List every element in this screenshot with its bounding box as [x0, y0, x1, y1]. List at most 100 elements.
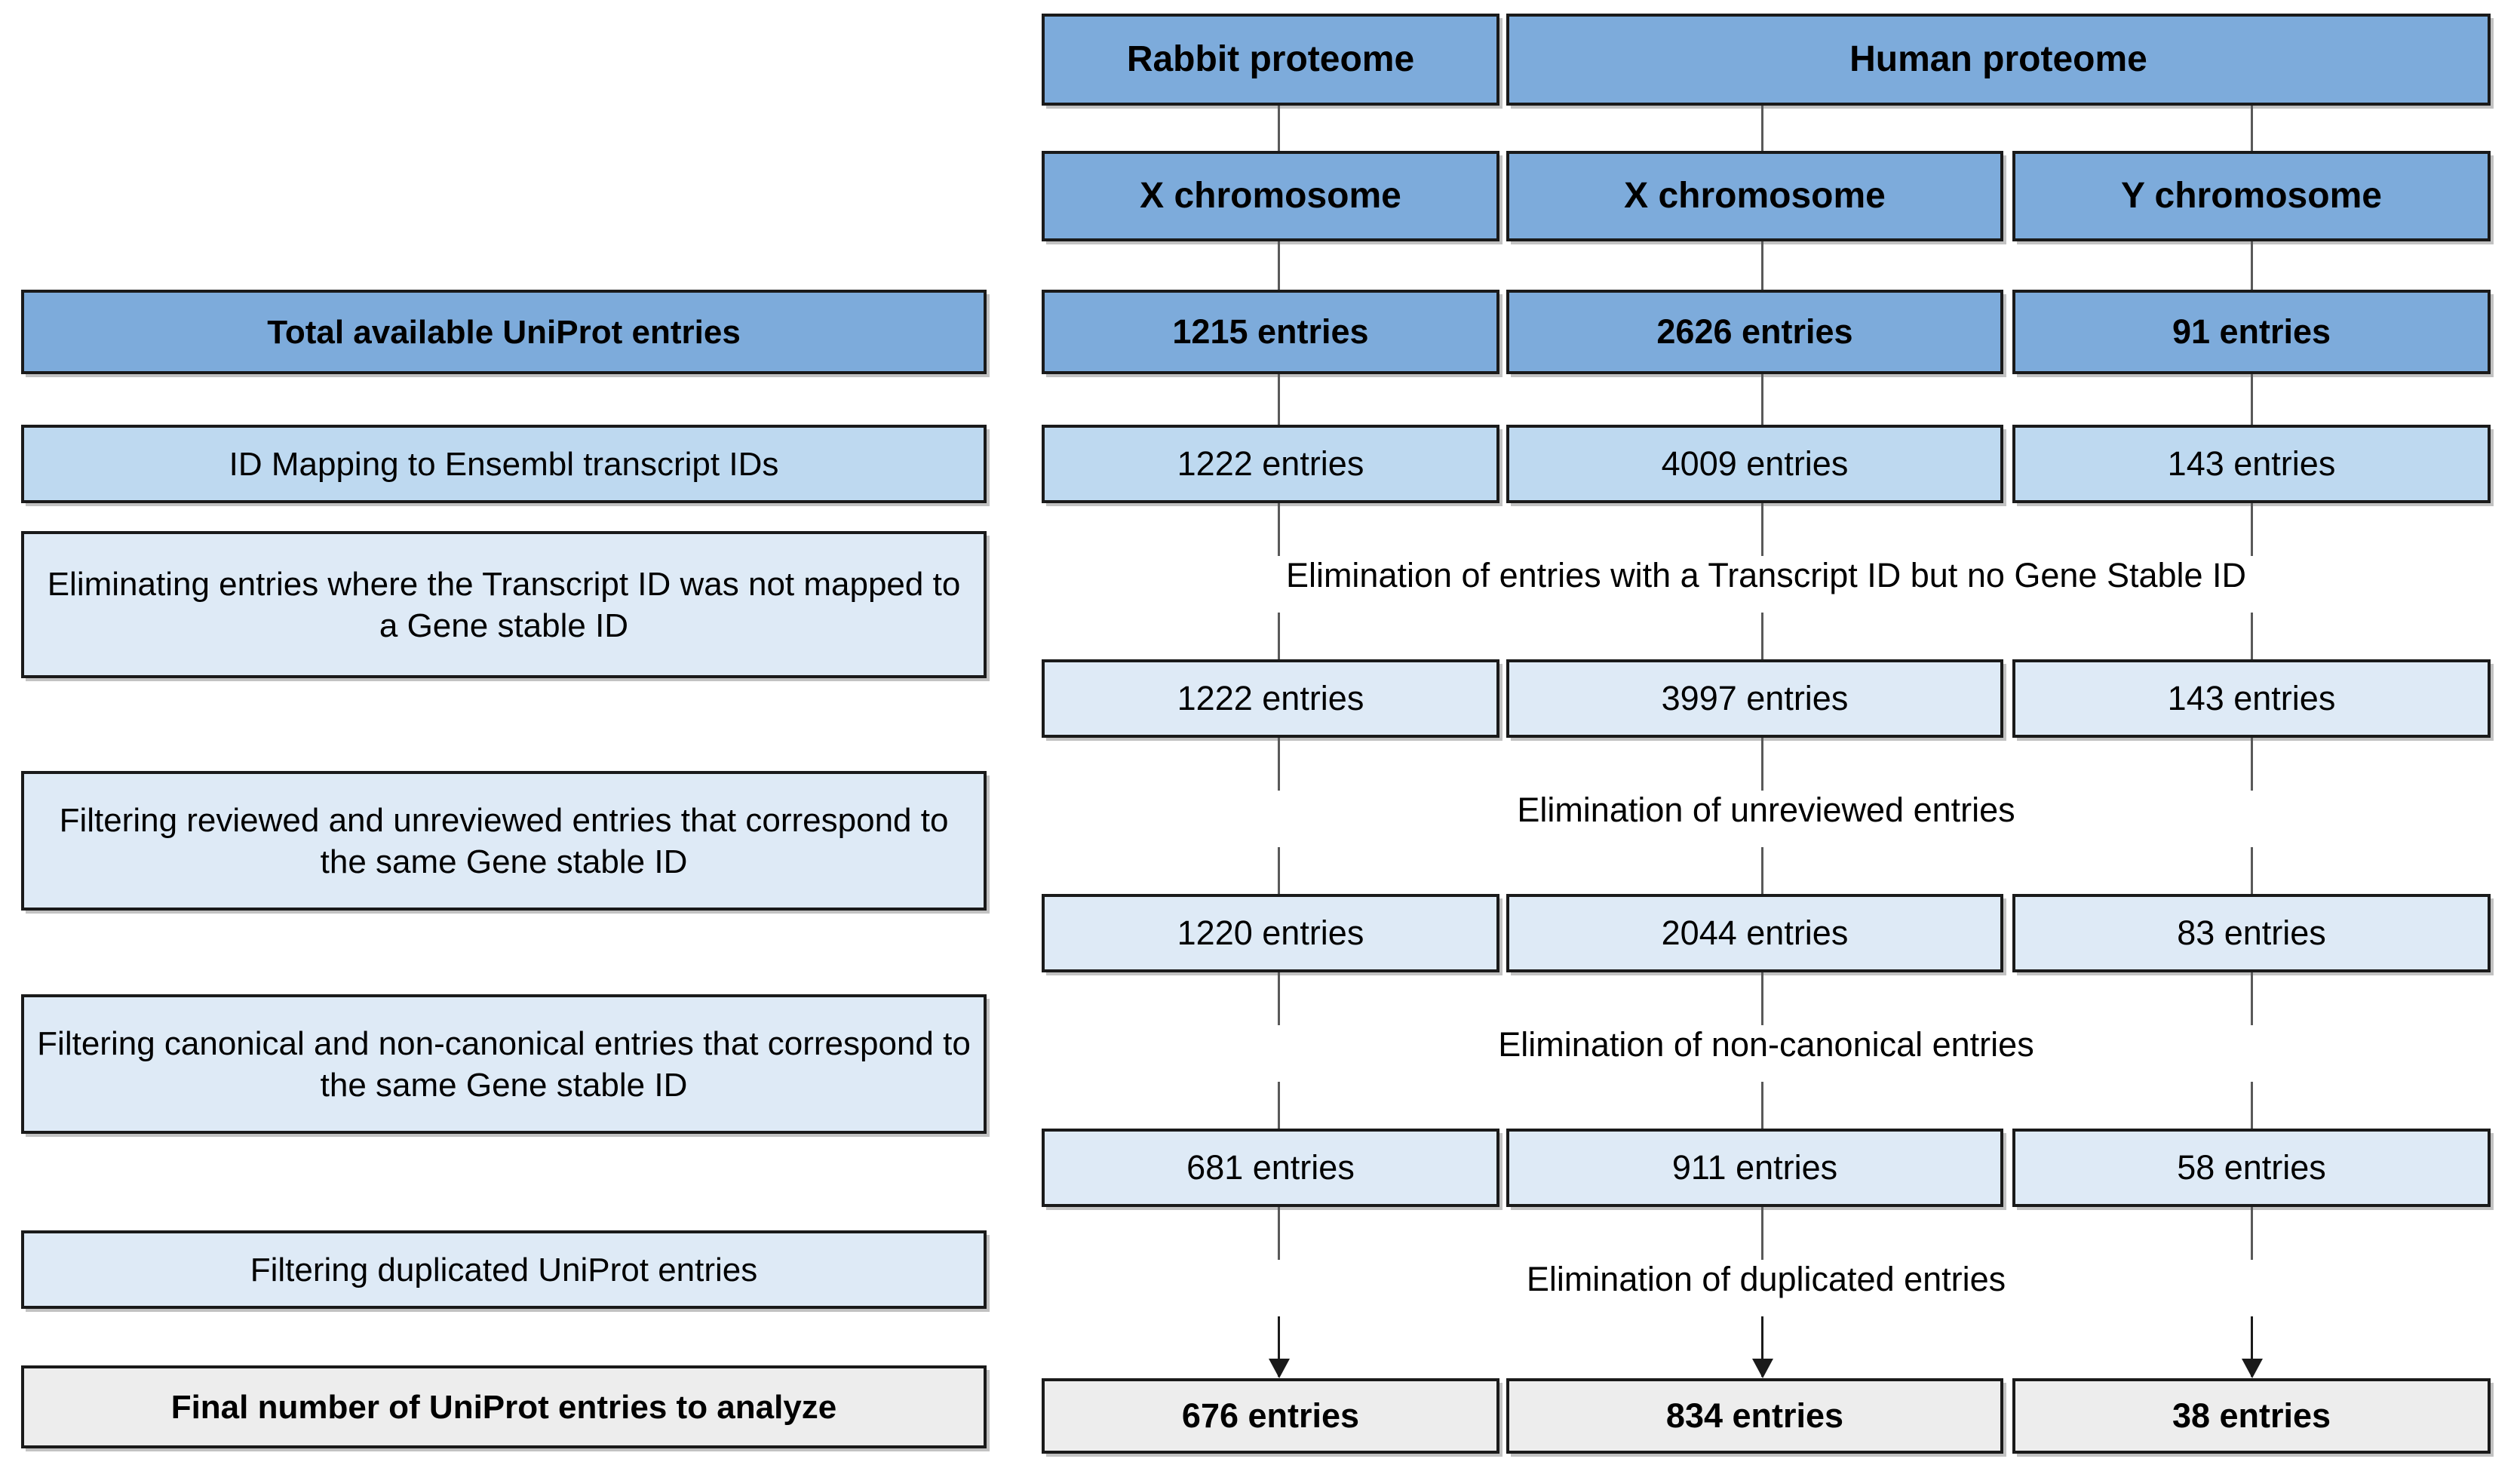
cell-r4-col3-value: 83 entries [2177, 913, 2326, 952]
cell-r2-col1-value: 1222 entries [1177, 444, 1364, 483]
connector-r5a-col3 [2251, 1207, 2253, 1260]
elimination-note-3-text: Elimination of non-canonical entries [1498, 1025, 2034, 1064]
left-label-id-mapping: ID Mapping to Ensembl transcript IDs [21, 425, 987, 503]
connector-r2b-col1 [1278, 613, 1280, 659]
connector-r4b-col2 [1761, 1082, 1763, 1129]
cell-r4-col1-value: 1220 entries [1177, 913, 1364, 952]
connector-r4a-col1 [1278, 972, 1280, 1025]
elimination-note-2-text: Elimination of unreviewed entries [1517, 791, 2015, 829]
connector-r3a-col2 [1761, 738, 1763, 791]
connector-r2a-col1 [1278, 503, 1280, 556]
connector-r5a-col1 [1278, 1207, 1280, 1260]
cell-r3-col2-value: 3997 entries [1661, 678, 1849, 717]
cell-r3-col2: 3997 entries [1506, 659, 2003, 738]
connector-r2a-col2 [1761, 503, 1763, 556]
connector-r4a-col2 [1761, 972, 1763, 1025]
header-rabbit-proteome-label: Rabbit proteome [1126, 39, 1415, 79]
cell-r4-col3: 83 entries [2012, 894, 2491, 972]
left-label-eliminating-unmapped: Eliminating entries where the Transcript… [21, 531, 987, 678]
header-human-proteome-label: Human proteome [1849, 39, 2147, 79]
left-label-id-mapping-text: ID Mapping to Ensembl transcript IDs [229, 445, 779, 483]
connector-r3a-col3 [2251, 738, 2253, 791]
cell-r1-col3: 91 entries [2012, 290, 2491, 374]
arrow-final-col1 [1278, 1316, 1280, 1377]
connector-r5a-col2 [1761, 1207, 1763, 1260]
connector-r3b-col3 [2251, 847, 2253, 894]
left-label-total-available: Total available UniProt entries [21, 290, 987, 374]
cell-r5-col2-value: 911 entries [1671, 1147, 1838, 1187]
cell-r5-col1: 681 entries [1042, 1129, 1499, 1207]
cell-final-col1-value: 676 entries [1181, 1396, 1360, 1435]
cell-final-col2-value: 834 entries [1665, 1396, 1844, 1435]
left-label-filtering-duplicated-text: Filtering duplicated UniProt entries [250, 1251, 758, 1288]
cell-r5-col1-value: 681 entries [1186, 1147, 1355, 1187]
elimination-note-1-text: Elimination of entries with a Transcript… [1285, 556, 2247, 594]
left-label-final-number: Final number of UniProt entries to analy… [21, 1365, 987, 1448]
connector-chrom-col2 [1761, 241, 1763, 290]
cell-r2-col1: 1222 entries [1042, 425, 1499, 503]
connector-chrom-col3 [2251, 241, 2253, 290]
cell-r5-col3-value: 58 entries [2177, 1147, 2326, 1187]
cell-final-col2: 834 entries [1506, 1378, 2003, 1454]
cell-r1-col1: 1215 entries [1042, 290, 1499, 374]
cell-r1-col2: 2626 entries [1506, 290, 2003, 374]
connector-r1-col1 [1278, 374, 1280, 425]
cell-r4-col2: 2044 entries [1506, 894, 2003, 972]
cell-final-col3-value: 38 entries [2172, 1396, 2331, 1435]
chromosome-col3: Y chromosome [2012, 151, 2491, 241]
elimination-note-2: Elimination of unreviewed entries [1042, 791, 2491, 830]
cell-r3-col3-value: 143 entries [2167, 678, 2336, 717]
cell-r2-col3: 143 entries [2012, 425, 2491, 503]
connector-r2a-col3 [2251, 503, 2253, 556]
arrow-final-col2 [1761, 1316, 1763, 1377]
cell-r1-col1-value: 1215 entries [1172, 312, 1369, 351]
elimination-note-1: Elimination of entries with a Transcript… [1042, 556, 2491, 595]
left-label-eliminating-unmapped-text: Eliminating entries where the Transcript… [47, 565, 961, 644]
header-human-proteome: Human proteome [1506, 14, 2491, 106]
chromosome-col1-label: X chromosome [1140, 176, 1401, 216]
cell-r2-col2: 4009 entries [1506, 425, 2003, 503]
connector-r3b-col1 [1278, 847, 1280, 894]
left-label-filtering-reviewed: Filtering reviewed and unreviewed entrie… [21, 771, 987, 911]
left-label-filtering-duplicated: Filtering duplicated UniProt entries [21, 1230, 987, 1309]
connector-r4b-col3 [2251, 1082, 2253, 1129]
cell-r5-col3: 58 entries [2012, 1129, 2491, 1207]
chromosome-col3-label: Y chromosome [2121, 176, 2382, 216]
connector-r2b-col3 [2251, 613, 2253, 659]
left-label-filtering-canonical-text: Filtering canonical and non-canonical en… [37, 1024, 971, 1104]
cell-r2-col3-value: 143 entries [2167, 444, 2336, 483]
cell-r1-col3-value: 91 entries [2172, 312, 2331, 351]
elimination-note-3: Elimination of non-canonical entries [1042, 1025, 2491, 1064]
cell-r3-col3: 143 entries [2012, 659, 2491, 738]
connector-r4b-col1 [1278, 1082, 1280, 1129]
left-label-total-available-text: Total available UniProt entries [267, 313, 741, 351]
arrow-final-col3 [2251, 1316, 2253, 1377]
left-label-filtering-reviewed-text: Filtering reviewed and unreviewed entrie… [59, 801, 949, 880]
cell-r3-col1: 1222 entries [1042, 659, 1499, 738]
elimination-note-4: Elimination of duplicated entries [1042, 1260, 2491, 1299]
cell-r5-col2: 911 entries [1506, 1129, 2003, 1207]
left-label-final-number-text: Final number of UniProt entries to analy… [170, 1388, 837, 1426]
cell-final-col3: 38 entries [2012, 1378, 2491, 1454]
connector-r2b-col2 [1761, 613, 1763, 659]
cell-r2-col2-value: 4009 entries [1661, 444, 1849, 483]
left-label-filtering-canonical: Filtering canonical and non-canonical en… [21, 994, 987, 1134]
connector-r3a-col1 [1278, 738, 1280, 791]
elimination-note-4-text: Elimination of duplicated entries [1526, 1260, 2006, 1298]
connector-r1-col2 [1761, 374, 1763, 425]
connector-r4a-col3 [2251, 972, 2253, 1025]
header-rabbit-proteome: Rabbit proteome [1042, 14, 1499, 106]
connector-header-col2 [1761, 106, 1763, 152]
connector-header-col1 [1278, 106, 1280, 152]
connector-chrom-col1 [1278, 241, 1280, 290]
cell-r4-col2-value: 2044 entries [1661, 913, 1849, 952]
connector-r1-col3 [2251, 374, 2253, 425]
cell-final-col1: 676 entries [1042, 1378, 1499, 1454]
connector-header-col3 [2251, 106, 2253, 152]
cell-r1-col2-value: 2626 entries [1656, 312, 1853, 351]
chromosome-col1: X chromosome [1042, 151, 1499, 241]
connector-r3b-col2 [1761, 847, 1763, 894]
cell-r4-col1: 1220 entries [1042, 894, 1499, 972]
chromosome-col2-label: X chromosome [1624, 176, 1886, 216]
